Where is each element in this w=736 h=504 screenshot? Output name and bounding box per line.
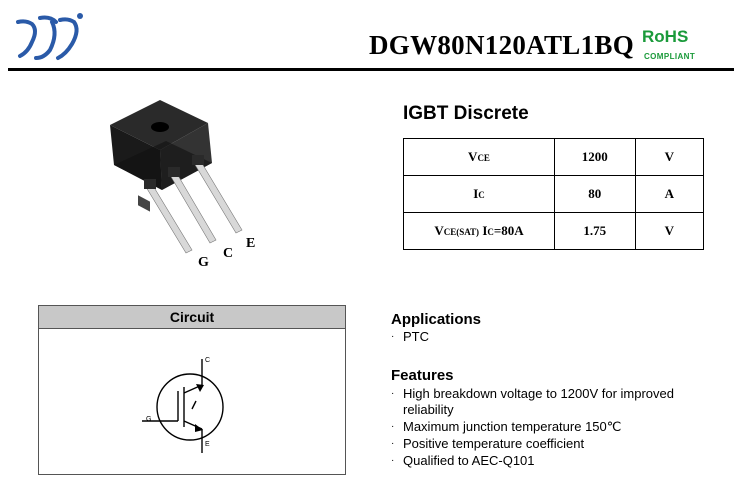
spec-param: VCE	[402, 138, 556, 176]
bullet-icon: ·	[391, 438, 395, 449]
part-number: DGW80N120ATL1BQ	[368, 30, 634, 60]
bullet-icon: ·	[391, 421, 395, 432]
table-row: IC 80 A	[402, 175, 705, 213]
spec-unit: A	[634, 175, 705, 213]
circuit-label-g: G	[146, 416, 152, 423]
spec-value: 80	[554, 175, 636, 213]
igbt-symbol-icon	[142, 359, 224, 453]
circuit-label-e: E	[205, 441, 210, 448]
spec-unit: V	[634, 212, 705, 250]
product-title: IGBT Discrete	[403, 103, 529, 124]
list-item: · PTC	[391, 329, 429, 344]
list-item: · Qualified to AEC-Q101	[391, 453, 535, 468]
pin-label-e: E	[246, 236, 256, 251]
company-logo-icon	[16, 13, 83, 60]
spec-value: 1.75	[554, 212, 636, 250]
spec-table: VCE 1200 V IC 80 A VCE(SAT) IC=80A 1.75 …	[402, 138, 705, 250]
bullet-icon: ·	[391, 331, 395, 342]
pin-label-g: G	[198, 255, 209, 270]
header-divider	[8, 68, 734, 71]
circuit-panel: Circuit	[38, 305, 346, 475]
to247-package-image	[110, 100, 243, 254]
spec-value: 1200	[554, 138, 636, 176]
table-row: VCE(SAT) IC=80A 1.75 V	[402, 212, 705, 250]
applications-title: Applications	[391, 311, 482, 328]
features-list: · High breakdown voltage to 1200V for im…	[391, 386, 723, 469]
table-row: VCE 1200 V	[402, 138, 705, 176]
pin-label-c: C	[223, 246, 234, 261]
rohs-badge: RoHS	[642, 27, 689, 46]
spec-unit: V	[634, 138, 705, 176]
list-item: · High breakdown voltage to 1200V for im…	[391, 386, 674, 417]
spec-param: IC	[402, 175, 556, 213]
circuit-title: Circuit	[39, 306, 345, 329]
spec-param: VCE(SAT) IC=80A	[402, 212, 556, 250]
list-item: · Maximum junction temperature 150℃	[391, 419, 622, 434]
circuit-label-c: C	[205, 357, 211, 364]
bullet-icon: ·	[391, 388, 395, 399]
list-item: · Positive temperature coefficient	[391, 436, 585, 451]
features-title: Features	[391, 367, 454, 384]
bullet-icon: ·	[391, 455, 395, 466]
rohs-compliant-label: COMPLIANT	[644, 52, 696, 61]
